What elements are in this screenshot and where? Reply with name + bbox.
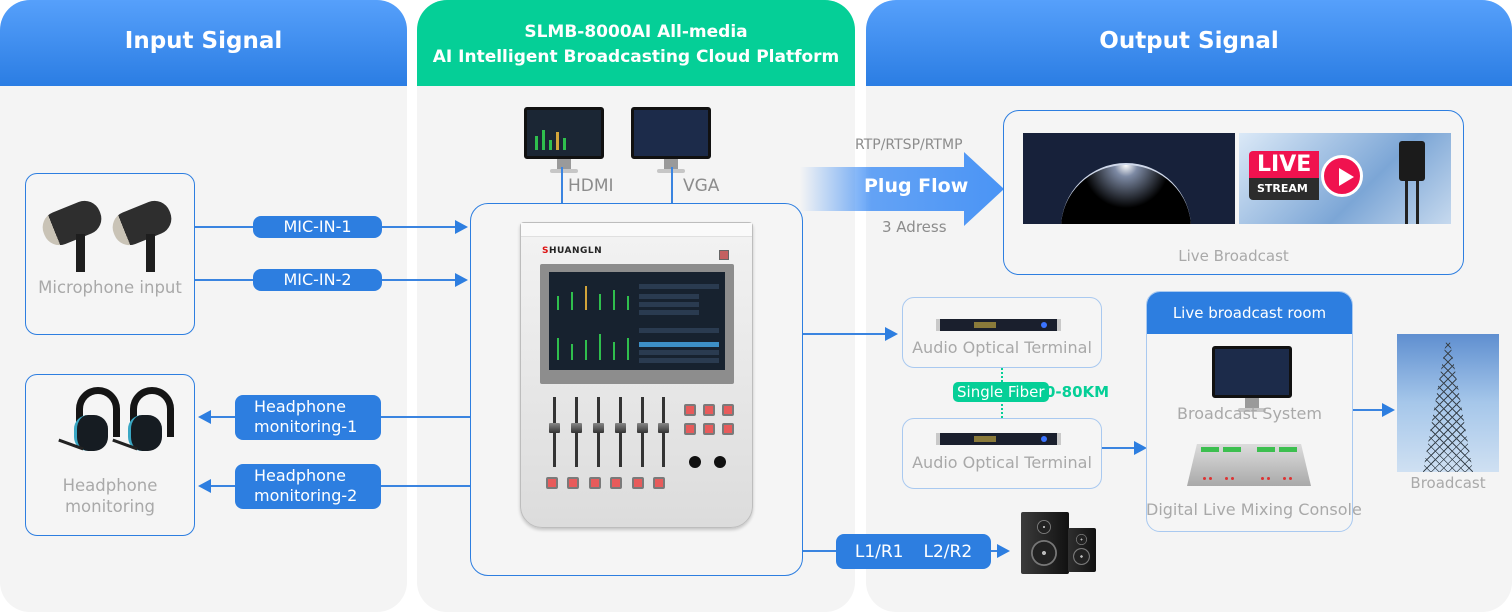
device-to-optical-line (803, 333, 885, 335)
headphone-monitoring-1-label: Headphone monitoring-1 (235, 395, 381, 440)
fader-icon (593, 397, 604, 467)
broadcast-tower-image (1397, 334, 1499, 472)
microphone-input-card: Microphone input (25, 173, 195, 335)
mic-in-1-label: MIC-IN-1 (253, 216, 382, 238)
knob-icon (689, 456, 701, 468)
live-badge: LIVE (1249, 151, 1319, 178)
channel-l2r2: L2/R2 (923, 541, 973, 562)
live-broadcast-software-image (1023, 133, 1235, 224)
optical-terminal-icon (936, 319, 1061, 331)
optical-terminal-icon (936, 433, 1061, 445)
knob-icon (714, 456, 726, 468)
audio-optical-terminal-caption-2: Audio Optical Terminal (912, 453, 1092, 472)
fader-icon (571, 397, 582, 467)
arrow-right-icon (885, 327, 898, 341)
plug-flow-label: Plug Flow (864, 175, 969, 197)
microphone-icon (107, 192, 177, 272)
arrow-left-icon (198, 410, 211, 424)
arrow-right-icon (455, 220, 468, 234)
headphone-monitoring-1-line2: monitoring-1 (254, 417, 358, 436)
input-signal-header: Input Signal (0, 0, 407, 86)
arrow-right-icon (455, 273, 468, 287)
headphone-icon (58, 385, 128, 465)
optical-to-room-line (1102, 447, 1135, 449)
headphone-monitoring-2-line2: monitoring-2 (254, 486, 358, 505)
monitor-icon (524, 107, 604, 177)
headphone-monitoring-caption-line2: monitoring (64, 497, 156, 516)
power-button-icon (719, 250, 729, 260)
live-stream-image: LIVE STREAM (1239, 133, 1451, 224)
platform-header: SLMB-8000AI All-media AI Intelligent Bro… (417, 0, 855, 86)
single-fiber-label: Single Fiber (953, 382, 1049, 402)
platform-title-line1: SLMB-8000AI All-media (524, 22, 748, 42)
speaker-icon (1068, 528, 1096, 572)
camera-icon (1399, 141, 1425, 181)
audio-optical-terminal-caption-1: Audio Optical Terminal (912, 338, 1092, 357)
vga-label: VGA (683, 176, 720, 196)
headphone-monitoring-card: Headphone monitoring (25, 374, 195, 536)
broadcast-caption: Broadcast (1410, 474, 1486, 492)
broadcast-system-caption: Broadcast System (1177, 404, 1322, 423)
headphone-icon (112, 385, 182, 465)
broadcast-system-monitor-icon (1212, 346, 1292, 416)
audio-optical-terminal-card-2: Audio Optical Terminal (902, 418, 1102, 489)
stream-badge: STREAM (1249, 178, 1319, 200)
fader-icon (637, 397, 648, 467)
platform-title-line2: AI Intelligent Broadcasting Cloud Platfo… (432, 47, 840, 67)
broadcast-device-image: SHUANGLN (520, 222, 753, 528)
hdmi-label: HDMI (568, 176, 614, 196)
mixing-console-icon (1187, 444, 1311, 486)
fiber-distance-label: 0-80KM (1045, 383, 1110, 401)
live-broadcast-caption: Live Broadcast (1178, 247, 1289, 265)
fader-icon (615, 397, 626, 467)
speaker-line (991, 550, 999, 552)
fader-icon (658, 397, 669, 467)
mixing-console-caption: Digital Live Mixing Console (1146, 500, 1362, 519)
plug-flow-arrow-icon (800, 152, 1004, 226)
mic-in-2-label: MIC-IN-2 (253, 269, 382, 291)
vga-line (671, 167, 673, 204)
arrow-right-icon (1382, 403, 1395, 417)
channel-l1r1: L1/R1 (854, 541, 904, 562)
arrow-right-icon (997, 544, 1010, 558)
arrow-right-icon (1134, 441, 1147, 455)
live-broadcast-room-title: Live broadcast room (1147, 292, 1352, 334)
headphone-monitoring-caption-line1: Headphone (62, 476, 158, 495)
room-to-broadcast-line (1353, 409, 1383, 411)
device-brand: SHUANGLN (542, 246, 603, 256)
protocols-label: RTP/RTSP/RTMP (855, 137, 963, 153)
speaker-channels-label: L1/R1 L2/R2 (836, 534, 991, 569)
device-screen (549, 272, 725, 370)
output-signal-header: Output Signal (866, 0, 1512, 86)
addresses-label: 3 Adress (882, 218, 947, 236)
arrow-left-icon (198, 479, 211, 493)
headphone-monitoring-1-line1: Headphone (254, 397, 346, 416)
headphone-monitoring-2-line1: Headphone (254, 466, 346, 485)
fader-icon (549, 397, 560, 467)
audio-optical-terminal-card-1: Audio Optical Terminal (902, 297, 1102, 368)
microphone-input-caption: Microphone input (38, 278, 182, 297)
speaker-icon (1021, 512, 1069, 574)
headphone-monitoring-2-label: Headphone monitoring-2 (235, 464, 381, 509)
play-icon (1321, 155, 1363, 197)
microphone-icon (37, 192, 107, 272)
hdmi-line (561, 167, 563, 204)
device-to-speakers-line (803, 550, 843, 552)
